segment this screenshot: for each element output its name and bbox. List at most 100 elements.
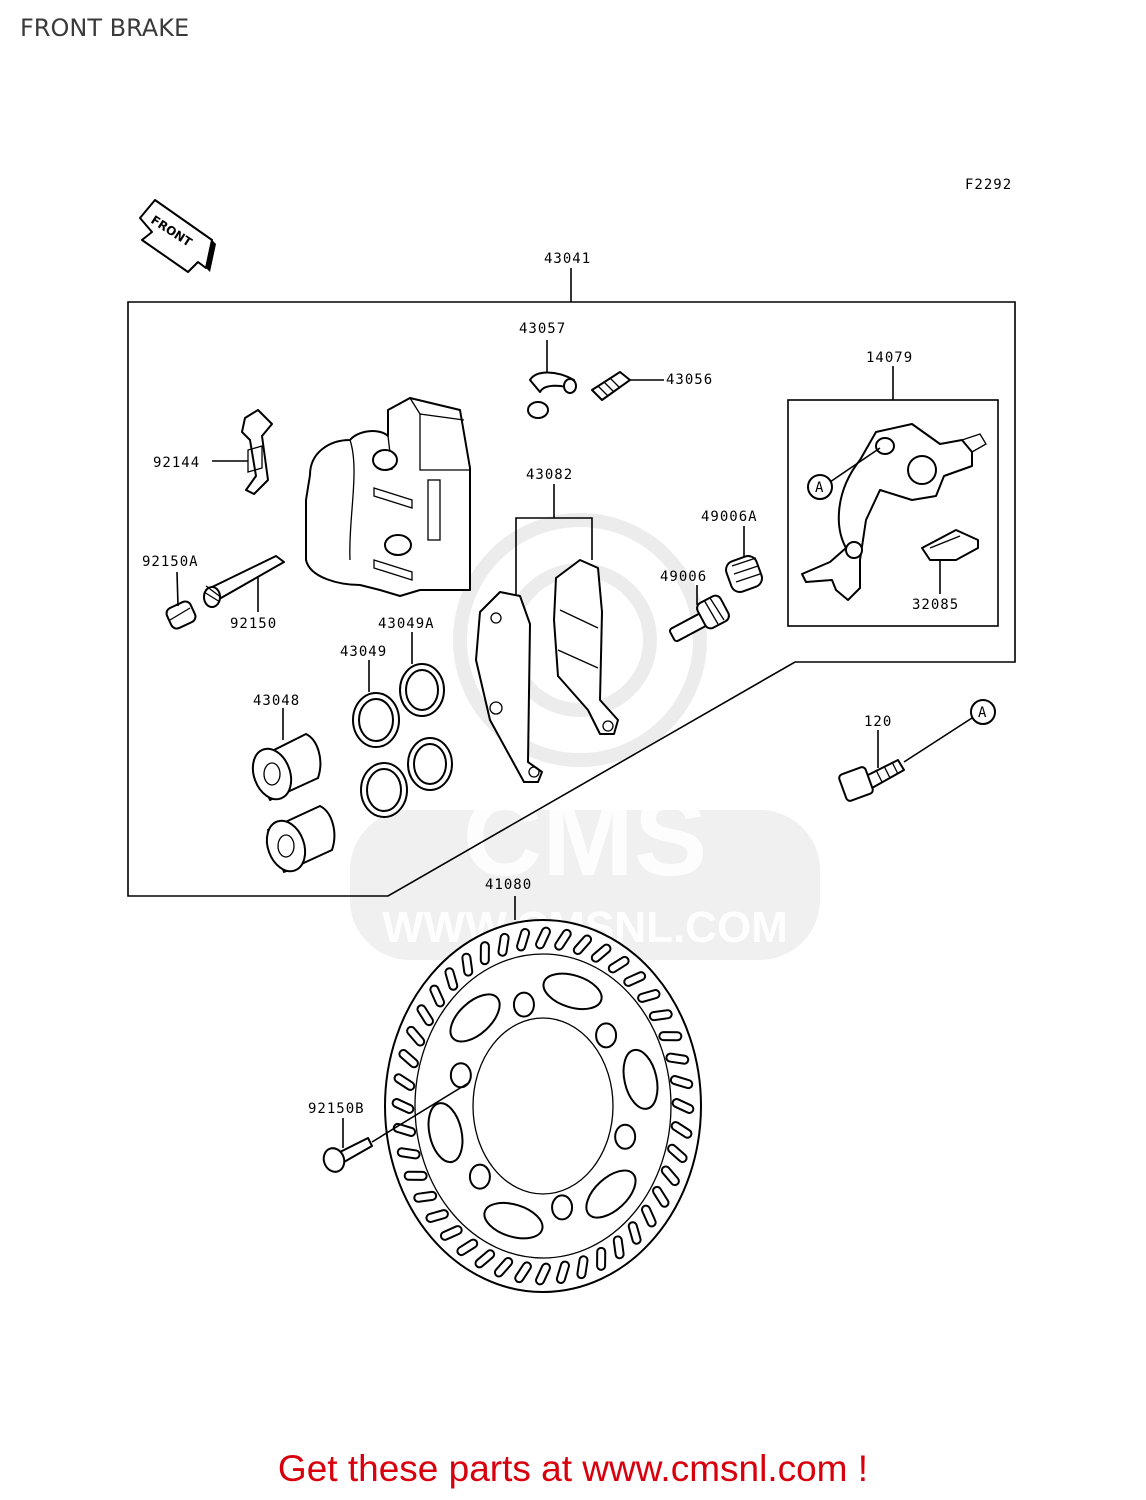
disc-slot — [403, 1170, 428, 1181]
bolt-120 — [838, 759, 905, 802]
disc-slot — [474, 1249, 496, 1269]
boot-49006A — [725, 555, 763, 593]
part-label-120: 120 — [864, 714, 892, 730]
page-title: FRONT BRAKE — [20, 14, 190, 42]
disc-slot — [660, 1165, 680, 1187]
piston-seal-43049 — [352, 692, 408, 818]
disc-slot — [640, 1204, 657, 1228]
brake-disc-41080 — [384, 919, 702, 1293]
caliper-bracket-14079 — [801, 423, 987, 601]
callout-a-label-2: A — [978, 705, 987, 721]
disc-slot — [391, 1098, 415, 1114]
brake-pad-outer — [475, 591, 543, 783]
disc-slot — [398, 1049, 419, 1069]
disc-slot — [667, 1143, 688, 1163]
disc-slot — [555, 1260, 570, 1284]
disc-slot — [493, 1256, 514, 1278]
disc-slot — [623, 971, 647, 987]
front-arrow-icon: FRONT — [139, 199, 216, 273]
bleeder-valve-43056 — [591, 371, 631, 401]
part-label-43056: 43056 — [666, 372, 713, 388]
part-label-43041: 43041 — [544, 251, 591, 267]
disc-slot — [416, 1004, 434, 1027]
brake-pad-inner — [553, 559, 619, 735]
callout-a-circle — [807, 474, 833, 500]
disc-slot — [396, 1147, 421, 1160]
pad-pin-92150 — [203, 555, 285, 608]
pad-spring-92144 — [241, 409, 273, 495]
disc-lightening-hole — [585, 1169, 637, 1219]
figure-code: F2292 — [965, 177, 1012, 193]
disc-slot — [648, 1009, 673, 1022]
disc-slot — [516, 928, 531, 952]
disc-slot — [670, 1121, 693, 1139]
disc-slot — [479, 941, 490, 966]
disc-slot — [652, 1185, 670, 1208]
disc-bolt-92150B — [322, 1137, 373, 1173]
disc-bolt-hole — [614, 1123, 637, 1150]
disc-slot — [429, 984, 446, 1008]
callout-a-circle-2 — [970, 699, 996, 725]
part-label-32085: 32085 — [912, 597, 959, 613]
part-label-43048: 43048 — [253, 693, 300, 709]
disc-slot — [658, 1031, 683, 1042]
part-label-92144: 92144 — [153, 455, 200, 471]
disc-lightening-hole — [622, 1048, 659, 1110]
callout-a-label: A — [815, 480, 824, 496]
disc-bolt-hole — [468, 1163, 491, 1190]
part-label-43082: 43082 — [526, 467, 573, 483]
part-label-92150a: 92150A — [142, 554, 199, 570]
disc-slot — [596, 1246, 607, 1271]
disc-slot — [439, 1225, 463, 1241]
disc-slot — [671, 1098, 695, 1114]
disc-slot — [535, 1262, 551, 1286]
part-labels: 43041430574305614079921444308249006A9215… — [142, 251, 959, 1117]
disc-slot — [413, 1190, 438, 1203]
disc-slot — [612, 1235, 625, 1260]
disc-bolt-hole — [595, 1022, 618, 1049]
part-label-49006: 49006 — [660, 569, 707, 585]
disc-slot — [627, 1221, 642, 1245]
part-label-92150b: 92150B — [308, 1101, 365, 1117]
disc-slot — [669, 1075, 694, 1090]
disc-slot — [572, 934, 593, 956]
disc-slot — [554, 928, 572, 951]
disc-slot — [607, 955, 630, 974]
disc-slot — [444, 967, 459, 991]
caliper-body — [305, 397, 471, 597]
dust-seal-43049A — [399, 663, 453, 791]
part-label-41080: 41080 — [485, 877, 532, 893]
disc-lightening-hole — [542, 972, 603, 1011]
disc-slot — [456, 1238, 479, 1257]
piston-43048 — [251, 733, 336, 873]
disc-slot — [576, 1255, 589, 1280]
disc-bolt-hole — [512, 991, 535, 1018]
disc-slot — [665, 1052, 690, 1065]
bleeder-cap-43057 — [527, 371, 577, 419]
disc-slot — [425, 1209, 449, 1223]
disc-bolt-hole — [551, 1194, 574, 1221]
disc-slot — [461, 952, 474, 977]
disc-slot — [497, 932, 510, 957]
part-label-14079: 14079 — [866, 350, 913, 366]
part-label-43049: 43049 — [340, 644, 387, 660]
part-label-49006a: 49006A — [701, 509, 758, 525]
disc-slot — [392, 1122, 417, 1137]
disc-slot — [590, 943, 612, 963]
disc-slot — [514, 1261, 532, 1284]
disc-slot — [406, 1025, 426, 1047]
parts-diagram: F2292 FRONT — [127, 177, 1016, 1293]
clip-32085 — [921, 529, 979, 561]
part-label-92150: 92150 — [230, 616, 277, 632]
plug-92150A — [165, 600, 197, 630]
part-label-43057: 43057 — [519, 321, 566, 337]
disc-slot — [637, 989, 661, 1003]
disc-lightening-hole — [427, 1102, 464, 1164]
disc-slot — [393, 1073, 416, 1091]
part-label-43049a: 43049A — [378, 616, 435, 632]
bolt-49006 — [668, 594, 730, 643]
promo-link[interactable]: Get these parts at www.cmsnl.com ! — [277, 1448, 869, 1489]
disc-lightening-hole — [483, 1201, 544, 1240]
disc-slot — [535, 926, 551, 950]
caliper-assembly-outline — [127, 301, 1016, 897]
